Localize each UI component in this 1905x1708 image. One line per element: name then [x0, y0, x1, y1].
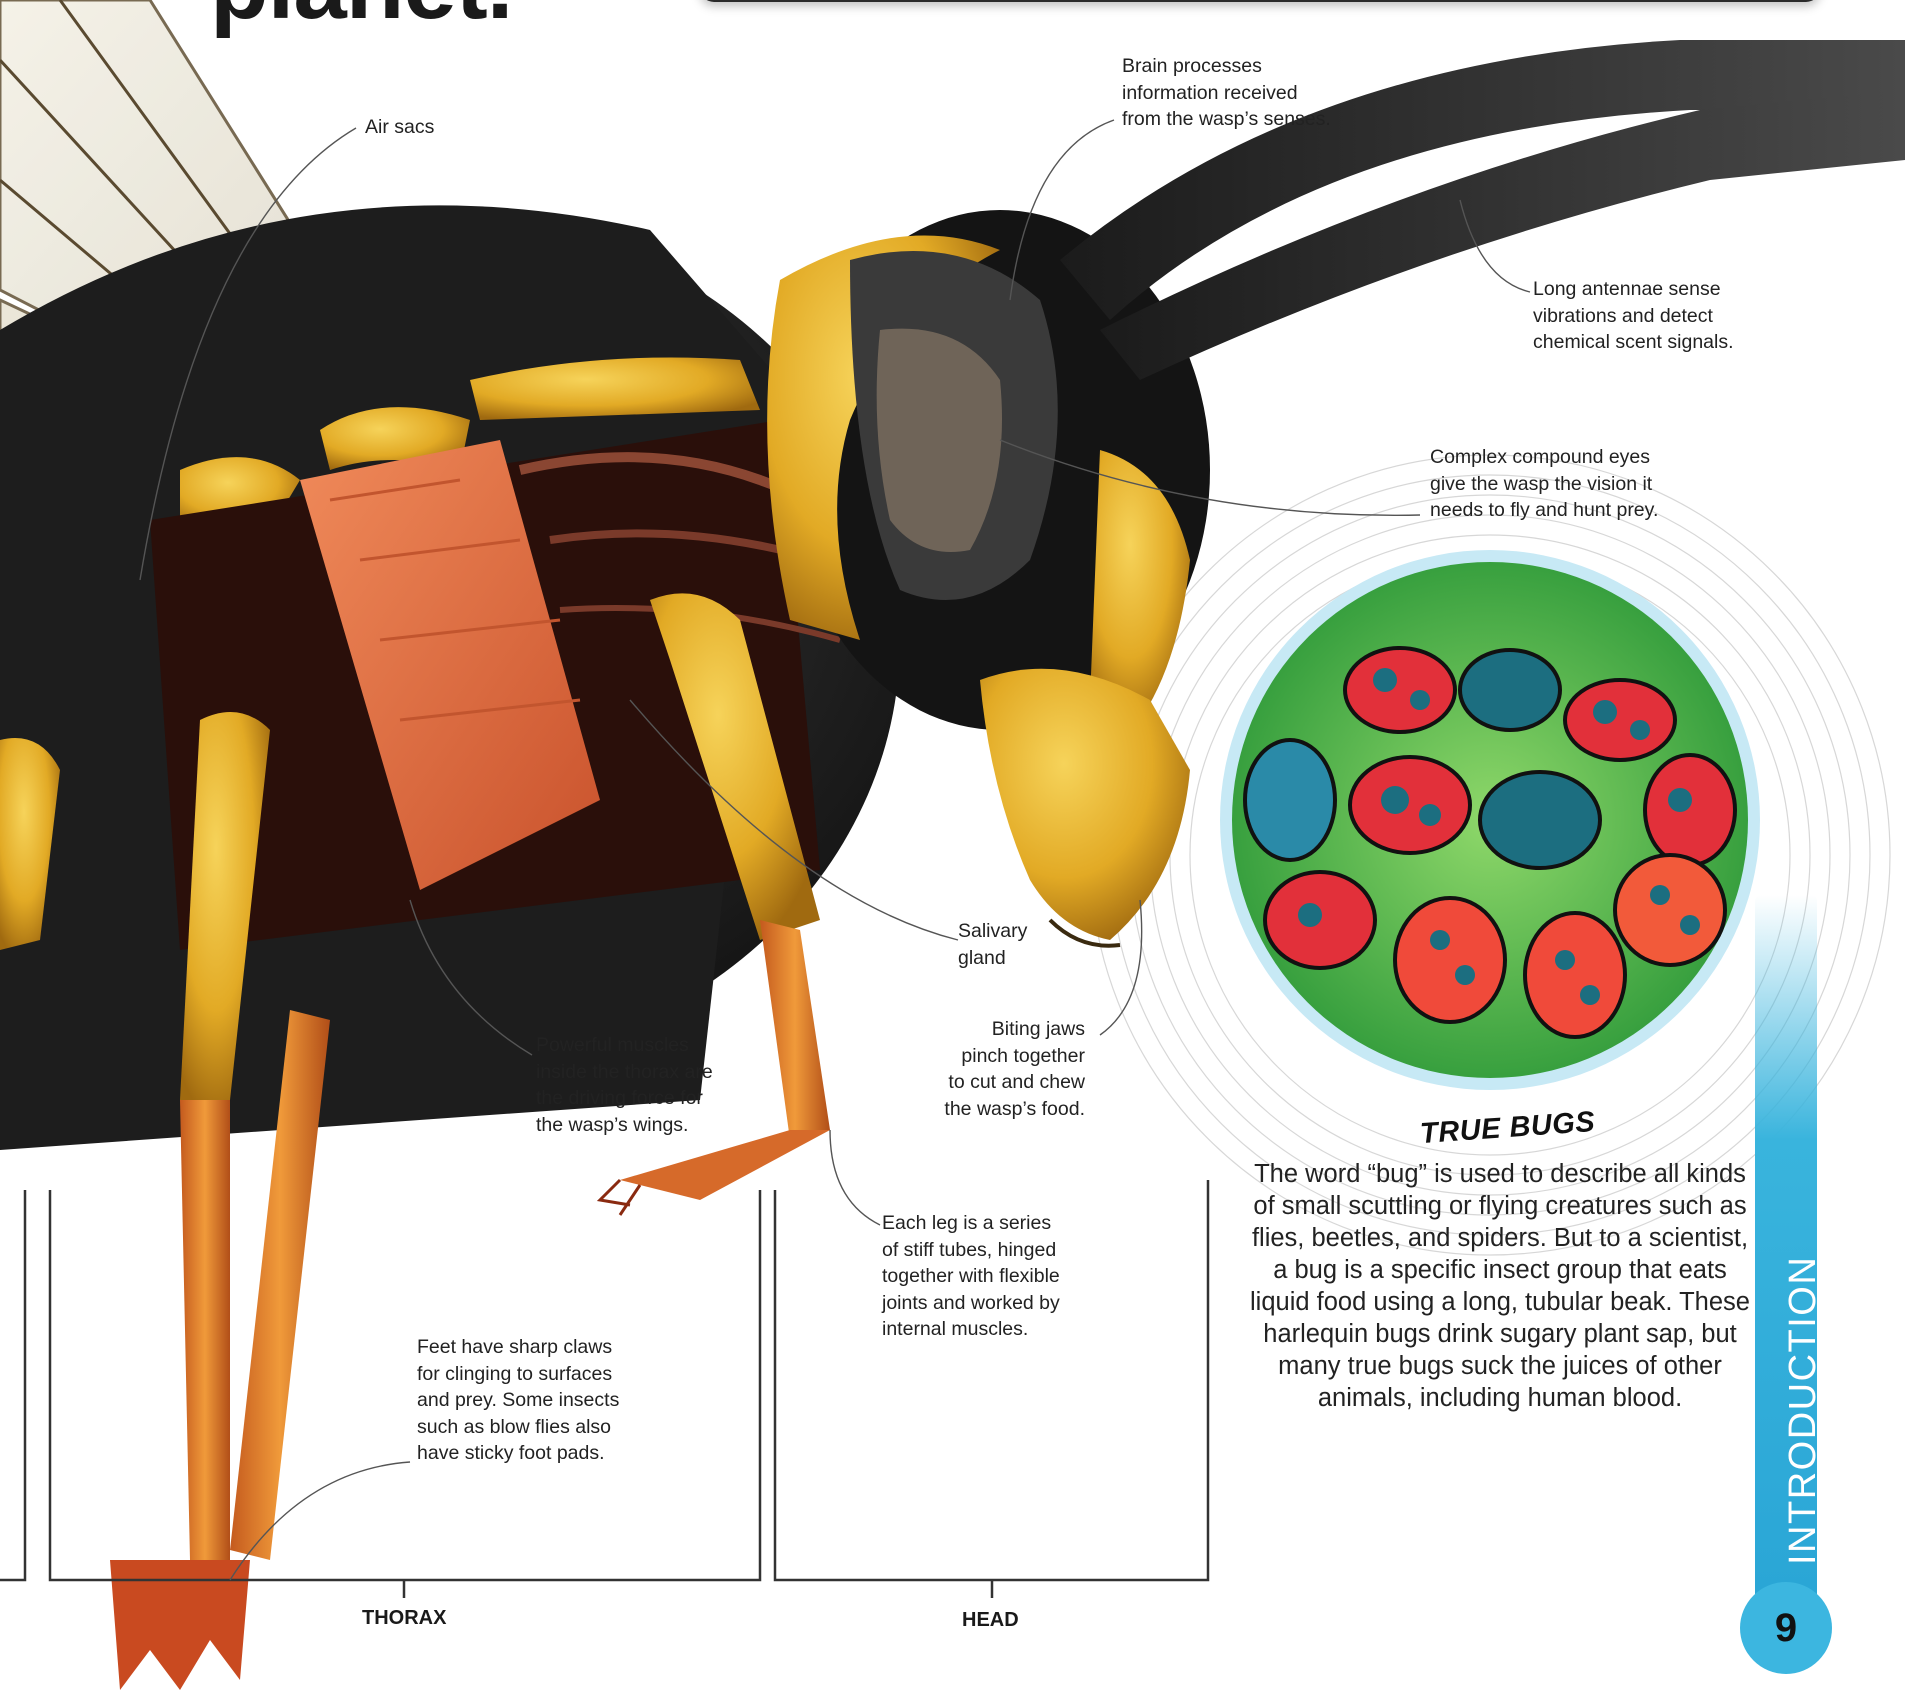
callout-eyes-line: give the wasp the vision it	[1430, 471, 1658, 498]
section-label-thorax: THORAX	[362, 1607, 446, 1630]
callout-leg-tubes: Each leg is a series of stiff tubes, hin…	[882, 1210, 1060, 1343]
callout-leg-line: internal muscles.	[882, 1316, 1060, 1343]
callout-jaws-line: the wasp’s food.	[900, 1096, 1085, 1123]
callout-salivary-gland: Salivary gland	[958, 918, 1027, 971]
section-tab-label: INTRODUCTION	[1782, 1256, 1825, 1565]
callout-muscles-line: inside the thorax are	[536, 1059, 713, 1086]
callout-antennae-line: vibrations and detect	[1533, 303, 1734, 330]
page-number-badge: 9	[1740, 1582, 1832, 1674]
callout-brain-line: from the wasp’s senses.	[1122, 106, 1331, 133]
callout-feet-line: for clinging to surfaces	[417, 1361, 619, 1388]
callout-antennae-line: Long antennae sense	[1533, 276, 1734, 303]
callout-eyes-line: needs to fly and hunt prey.	[1430, 497, 1658, 524]
callout-compound-eyes: Complex compound eyes give the wasp the …	[1430, 444, 1658, 524]
callout-feet-line: such as blow flies also	[417, 1414, 619, 1441]
callout-feet-line: and prey. Some insects	[417, 1387, 619, 1414]
callout-leg-line: joints and worked by	[882, 1290, 1060, 1317]
true-bugs-photo	[1220, 550, 1760, 1090]
callout-leg-line: Each leg is a series	[882, 1210, 1060, 1237]
biting-jaws	[980, 669, 1190, 940]
callout-jaws-line: Biting jaws	[900, 1016, 1085, 1043]
callout-jaws-line: to cut and chew	[900, 1069, 1085, 1096]
leg-mid-shin	[180, 1100, 230, 1560]
callout-air-sacs: Air sacs	[365, 114, 434, 141]
leg-front-foot	[620, 1130, 830, 1200]
callout-brain-line: information received	[1122, 80, 1331, 107]
callout-salivary-line: gland	[958, 945, 1027, 972]
callout-antennae: Long antennae sense vibrations and detec…	[1533, 276, 1734, 356]
callout-brain-line: Brain processes	[1122, 53, 1331, 80]
callout-antennae-line: chemical scent signals.	[1533, 329, 1734, 356]
callout-powerful-muscles: Powerful muscles inside the thorax are t…	[536, 1032, 713, 1138]
callout-air-sacs-text: Air sacs	[365, 116, 434, 138]
callout-leg-line: together with flexible	[882, 1263, 1060, 1290]
callout-leg-line: of stiff tubes, hinged	[882, 1237, 1060, 1264]
callout-feet-line: Feet have sharp claws	[417, 1334, 619, 1361]
callout-feet-line: have sticky foot pads.	[417, 1440, 619, 1467]
callout-feet-claws: Feet have sharp claws for clinging to su…	[417, 1334, 619, 1467]
true-bugs-body: The word “bug” is used to describe all k…	[1250, 1158, 1750, 1414]
callout-brain: Brain processes information received fro…	[1122, 53, 1331, 133]
callout-muscles-line: the wasp’s wings.	[536, 1112, 713, 1139]
callout-biting-jaws: Biting jaws pinch together to cut and ch…	[900, 1016, 1085, 1122]
leg-front-shin	[760, 920, 830, 1140]
callout-muscles-line: the driving force for	[536, 1085, 713, 1112]
callout-eyes-line: Complex compound eyes	[1430, 444, 1658, 471]
page-number: 9	[1775, 1606, 1797, 1651]
section-label-head: HEAD	[962, 1609, 1019, 1632]
callout-salivary-line: Salivary	[958, 918, 1027, 945]
callout-muscles-line: Powerful muscles	[536, 1032, 713, 1059]
callout-jaws-line: pinch together	[900, 1043, 1085, 1070]
